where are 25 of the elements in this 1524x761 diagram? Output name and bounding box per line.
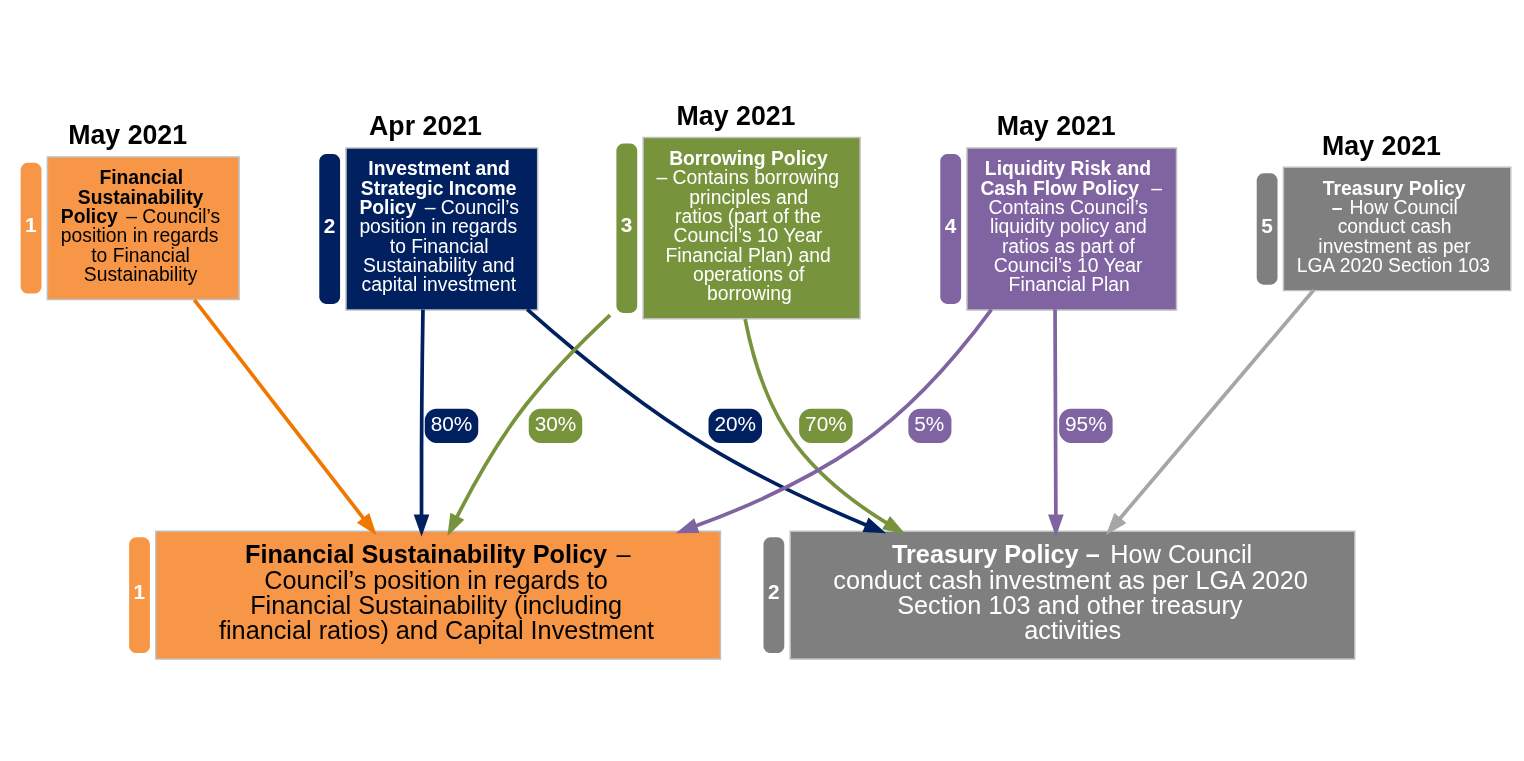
node-label: 1 [133, 580, 146, 604]
node-label: 2 [323, 213, 336, 237]
edge-label: 80% [430, 412, 473, 436]
edge-label: 5% [914, 412, 945, 436]
arrow [413, 309, 430, 537]
node-label: 5 [1261, 213, 1273, 237]
edge-label: 20% [714, 412, 757, 436]
arrow [447, 313, 612, 537]
node-label: May 2021 [68, 120, 188, 151]
edge-label: 70% [805, 412, 847, 436]
node-label: 3 [620, 213, 633, 237]
arrow [1048, 309, 1064, 537]
node-label: 4 [944, 213, 957, 237]
edge-label: 30% [534, 412, 577, 436]
node-label: May 2021 [676, 100, 796, 131]
edge-label: 95% [1065, 412, 1107, 436]
node-label: May 2021 [1322, 130, 1442, 161]
arrow [1105, 288, 1316, 536]
arrow [743, 318, 906, 534]
node-label: Apr 2021 [369, 111, 482, 142]
arrow [675, 308, 993, 534]
node-label: May 2021 [996, 111, 1116, 142]
node-label: 2 [767, 580, 780, 604]
node-label: 1 [25, 213, 37, 237]
arrow [192, 298, 377, 536]
